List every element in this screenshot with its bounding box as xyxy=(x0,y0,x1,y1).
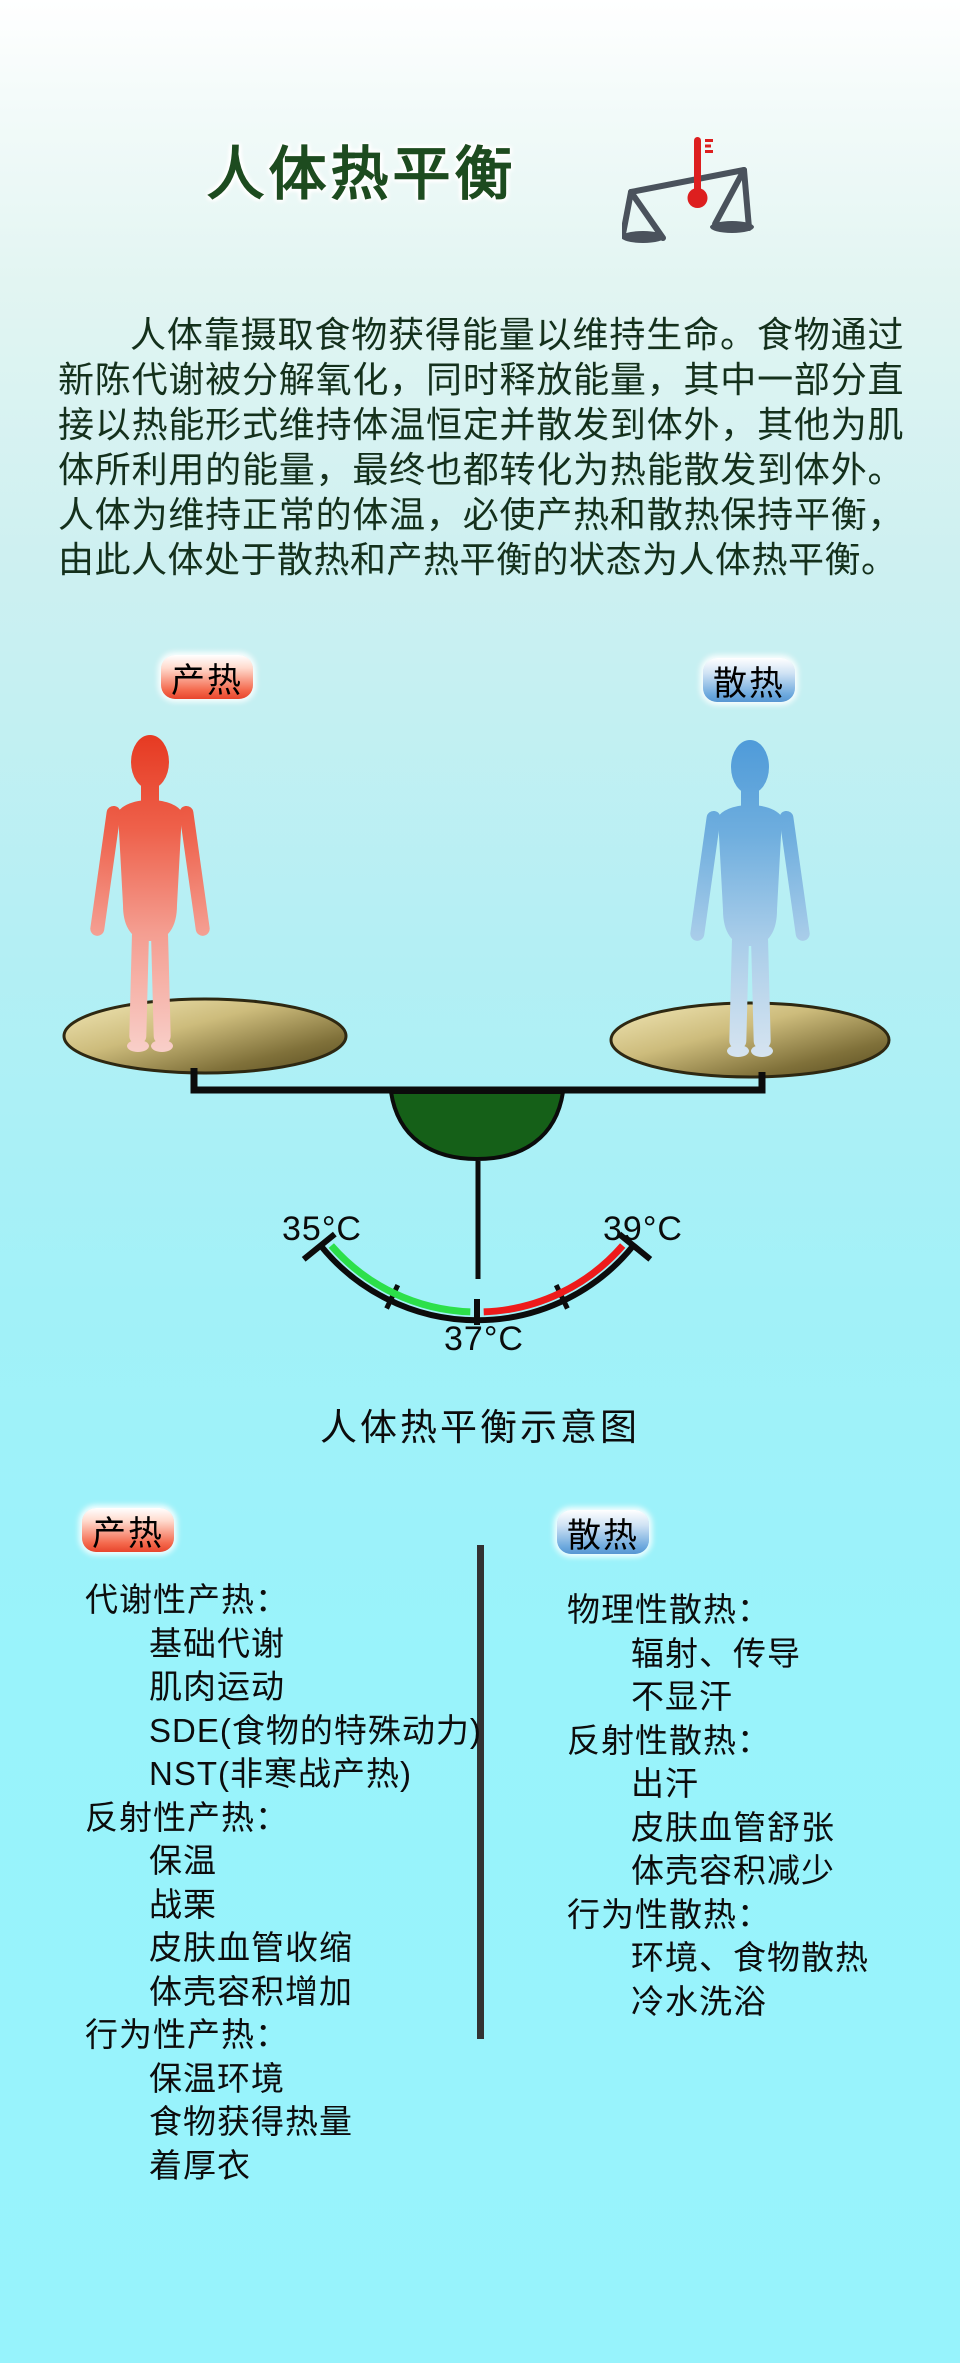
list-item: 辐射、传导 xyxy=(631,1634,801,1672)
temperature-gauge xyxy=(301,1231,653,1325)
header: 人体热平衡 xyxy=(0,137,960,264)
gauge-label-37c: 37°C xyxy=(444,1320,524,1358)
list-item: 冷水洗浴 xyxy=(631,1982,767,2020)
balance-fulcrum xyxy=(388,1090,566,1162)
gauge-green-band xyxy=(328,1243,471,1316)
list-item: 保温环境 xyxy=(149,2059,285,2097)
heat-production-badge-top: 产热 xyxy=(161,655,253,700)
list-item: 着厚衣 xyxy=(149,2146,251,2184)
gauge-red-band xyxy=(483,1243,626,1316)
list-item: NST(非寒战产热) xyxy=(149,1755,412,1792)
page-title: 人体热平衡 xyxy=(206,142,517,207)
thermometer-icon xyxy=(687,137,713,208)
column-divider xyxy=(477,1545,484,2039)
heat-dissipation-badge-list: 散热 xyxy=(557,1510,649,1555)
list-item: 环境、食物散热 xyxy=(631,1939,869,1976)
left-scale-pan xyxy=(62,997,348,1075)
list-item: 行为性产热： xyxy=(85,2016,289,2053)
heat-balance-diagram xyxy=(62,735,891,1325)
balance-scale-thermometer-icon xyxy=(621,137,754,243)
list-item: 体壳容积减少 xyxy=(631,1852,835,1889)
gauge-label-39c: 39°C xyxy=(603,1210,683,1248)
list-item: 皮肤血管收缩 xyxy=(149,1929,353,1966)
list-item: 肌肉运动 xyxy=(149,1668,285,1705)
list-item: 物理性散热： xyxy=(567,1591,771,1628)
heat-production-badge-list: 产热 xyxy=(82,1508,174,1553)
list-item: 基础代谢 xyxy=(149,1624,285,1662)
list-item: 代谢性产热： xyxy=(85,1581,289,1618)
list-item: 出汗 xyxy=(631,1765,699,1802)
list-item: 反射性产热： xyxy=(85,1798,289,1836)
heat-production-list: 代谢性产热： 基础代谢肌肉运动 SDE(食物的特殊动力) NST(非寒战产热) 反射性产… xyxy=(85,1578,482,2187)
right-scale-pan xyxy=(609,1001,891,1079)
intro-paragraph: 人体靠摄取食物获得能量以维持生命。食物通过新陈代谢被分解氧化，同时释放能量，其中… xyxy=(58,314,904,580)
list-item: SDE(食物的特殊动力) xyxy=(149,1711,482,1749)
list-item: 皮肤血管舒张 xyxy=(631,1808,835,1846)
list-item: 行为性散热： xyxy=(567,1895,771,1933)
list-item: 食物获得热量 xyxy=(149,2103,353,2140)
heat-dissipation-badge-top: 散热 xyxy=(703,658,795,703)
heat-dissipation-list: 物理性散热： 辐射、传导不显汗反射性散热： 出汗皮肤血管舒张体壳容积减少行为性散热：… xyxy=(567,1588,952,2023)
gauge-label-35c: 35°C xyxy=(282,1210,362,1248)
list-item: 体壳容积增加 xyxy=(149,1972,353,2010)
list-item: 反射性散热： xyxy=(567,1721,771,1759)
diagram-caption: 人体热平衡示意图 xyxy=(320,1407,640,1448)
list-item: 保温 xyxy=(149,1842,217,1879)
list-item: 战栗 xyxy=(149,1885,217,1923)
list-item: 不显汗 xyxy=(631,1678,733,1715)
